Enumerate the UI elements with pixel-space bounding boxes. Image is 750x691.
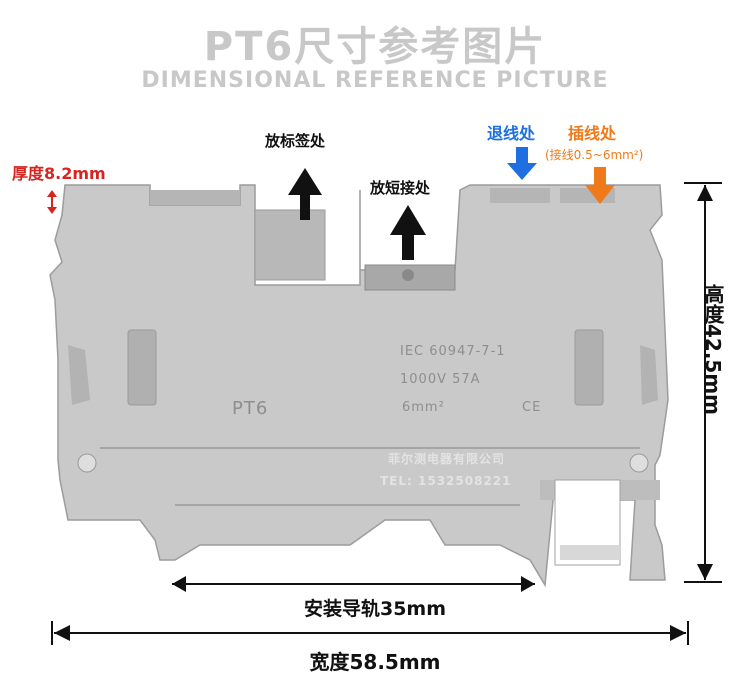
label-slot-recess (254, 209, 326, 281)
watermark-tel: TEL: 1532508221 (380, 474, 512, 488)
height-dimension-label: 高度42.5mm (701, 284, 725, 416)
title-english: DIMENSIONAL REFERENCE PICTURE (141, 68, 609, 93)
top-right-ribs (490, 188, 550, 203)
part-standard: IEC 60947-7-1 (400, 344, 506, 359)
watermark-company: 菲尔测电器有限公司 (388, 452, 506, 466)
terminal-block-body (49, 184, 669, 588)
width-dimension-label: 宽度58.5mm (309, 650, 441, 674)
thickness-label: 厚度8.2mm (12, 164, 106, 183)
right-hole (629, 453, 649, 473)
right-lever (640, 345, 658, 405)
insert-label: 插线处 (568, 124, 617, 143)
part-model: PT6 (232, 398, 269, 419)
width-dimension-arrow (51, 621, 689, 645)
short-slot-hole (402, 269, 414, 281)
short-slot-label: 放短接处 (370, 179, 431, 197)
right-window (574, 329, 604, 406)
title-chinese: PT6尺寸参考图片 (203, 24, 547, 70)
label-slot-label: 放标签处 (265, 132, 326, 150)
part-section: 6mm² (402, 400, 445, 415)
height-dimension-arrow (684, 182, 722, 583)
short-slot-arrow (390, 205, 426, 260)
ce-mark: CE (522, 400, 542, 415)
left-window (127, 329, 157, 406)
label-slot-arrow (288, 168, 322, 220)
release-arrow (507, 147, 537, 180)
rail-dimension-label: 安装导轨35mm (303, 598, 447, 620)
release-label: 退线处 (487, 124, 536, 143)
top-left-ribs (150, 190, 240, 205)
insert-spec-label: (接线0.5~6mm²) (545, 148, 644, 162)
insert-arrow (585, 167, 615, 204)
part-rating: 1000V 57A (400, 372, 481, 387)
left-hole (77, 453, 97, 473)
rail-clip-slot (560, 545, 620, 560)
left-lever (68, 345, 90, 405)
rail-dimension-arrow (172, 576, 535, 592)
thickness-arrow (47, 190, 57, 214)
